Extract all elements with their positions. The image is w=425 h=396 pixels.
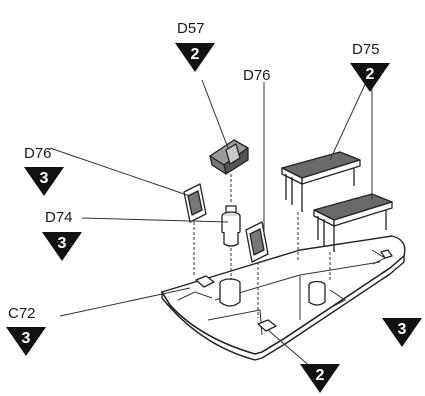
base-plate bbox=[161, 235, 406, 361]
callout-d74: D74 3 bbox=[42, 209, 82, 261]
step-badge bbox=[6, 327, 46, 356]
callout-code: D75 bbox=[352, 41, 380, 58]
step-badge bbox=[300, 364, 340, 393]
callout-code: C72 bbox=[8, 305, 36, 322]
part-d76-left bbox=[183, 183, 207, 276]
part-d75-lower bbox=[313, 193, 393, 280]
step-number: 2 bbox=[191, 46, 200, 63]
callout-code: D74 bbox=[45, 209, 73, 226]
callout-d76-left: D76 3 bbox=[24, 145, 64, 196]
callout-code: D76 bbox=[243, 67, 271, 84]
part-d76-right bbox=[245, 221, 269, 318]
callout-d57: D57 2 bbox=[175, 20, 215, 72]
step-badge bbox=[350, 63, 390, 92]
step-badge bbox=[382, 318, 422, 347]
part-d75-upper bbox=[281, 151, 361, 262]
callout-c72: C72 3 bbox=[6, 305, 46, 356]
callout-d76-top: D76 bbox=[243, 67, 271, 84]
part-d57 bbox=[209, 139, 249, 204]
step-badge bbox=[175, 43, 215, 72]
step-badge bbox=[24, 167, 64, 196]
callout-code: D57 bbox=[177, 20, 205, 37]
step-number: 3 bbox=[398, 321, 407, 338]
callout-code: D76 bbox=[24, 145, 52, 162]
step-number: 2 bbox=[366, 66, 375, 83]
step-number: 3 bbox=[22, 330, 31, 347]
step-number: 2 bbox=[316, 367, 325, 384]
step-number: 3 bbox=[58, 235, 67, 252]
badge-bottom: 2 bbox=[267, 329, 340, 393]
part-d74 bbox=[221, 205, 241, 280]
leader-lines bbox=[49, 77, 373, 317]
step-badge bbox=[42, 232, 82, 261]
step-number: 3 bbox=[40, 170, 49, 187]
callout-d75: D75 2 bbox=[350, 41, 390, 92]
badge-right: 3 bbox=[382, 318, 422, 347]
